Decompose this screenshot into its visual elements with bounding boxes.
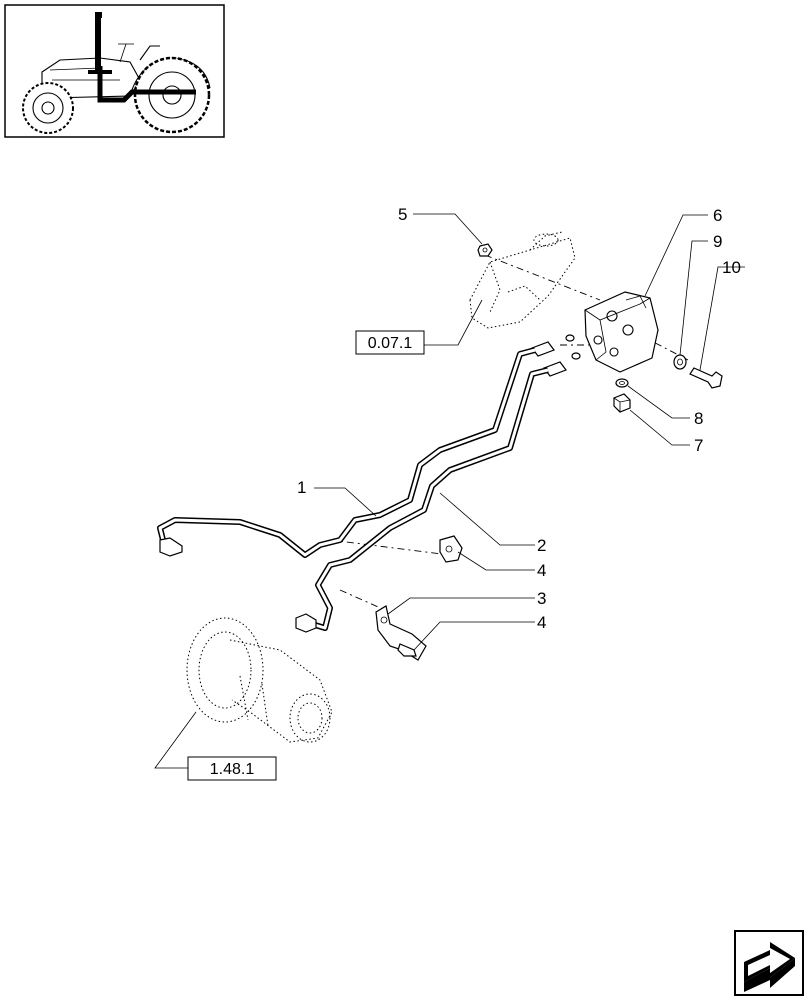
- callout-1: 1: [297, 478, 306, 497]
- reference-part-lower: [186, 617, 333, 743]
- tractor-icon: [22, 12, 211, 134]
- part-3-clamp: [375, 605, 427, 661]
- assembly-axis: [339, 589, 386, 611]
- reference-label-upper: 0.07.1: [368, 335, 413, 352]
- part-1-pipe: [157, 347, 536, 558]
- assembly-axis: [329, 539, 451, 556]
- reference-box-lower[interactable]: 1.48.1: [187, 756, 277, 781]
- callout-10: 10: [722, 258, 741, 277]
- callout-9: 9: [713, 232, 722, 251]
- callout-7: 7: [694, 436, 703, 455]
- assembly-axis: [484, 254, 601, 301]
- part-2-pipe: [295, 367, 549, 633]
- reference-part-upper: [469, 231, 576, 329]
- callouts: 1 2 3 4 4 5 6 7 8 9 10: [297, 205, 741, 632]
- callout-4-lower: 4: [537, 613, 546, 632]
- part-8-washer: [615, 378, 629, 388]
- part-4-clamp-upper: [439, 535, 463, 563]
- part-10-bolt: [689, 367, 723, 389]
- reference-box-upper[interactable]: 0.07.1: [355, 330, 425, 355]
- next-page-arrow-icon[interactable]: [734, 930, 804, 996]
- reference-label-lower: 1.48.1: [210, 761, 255, 778]
- callout-8: 8: [694, 409, 703, 428]
- callout-3: 3: [537, 589, 546, 608]
- part-4-screw-lower: [397, 643, 417, 657]
- callout-5: 5: [398, 205, 407, 224]
- part-5-nut: [477, 243, 493, 257]
- part-9-washer: [673, 354, 687, 370]
- callout-4-upper: 4: [537, 561, 546, 580]
- part-6-valve-block: [584, 291, 659, 373]
- leader-lines: [154, 213, 745, 769]
- callout-2: 2: [537, 536, 546, 555]
- thumbnail-box: [4, 4, 225, 138]
- part-7-plug: [613, 393, 631, 413]
- callout-6: 6: [713, 206, 722, 225]
- pipe-fittings: [531, 334, 581, 377]
